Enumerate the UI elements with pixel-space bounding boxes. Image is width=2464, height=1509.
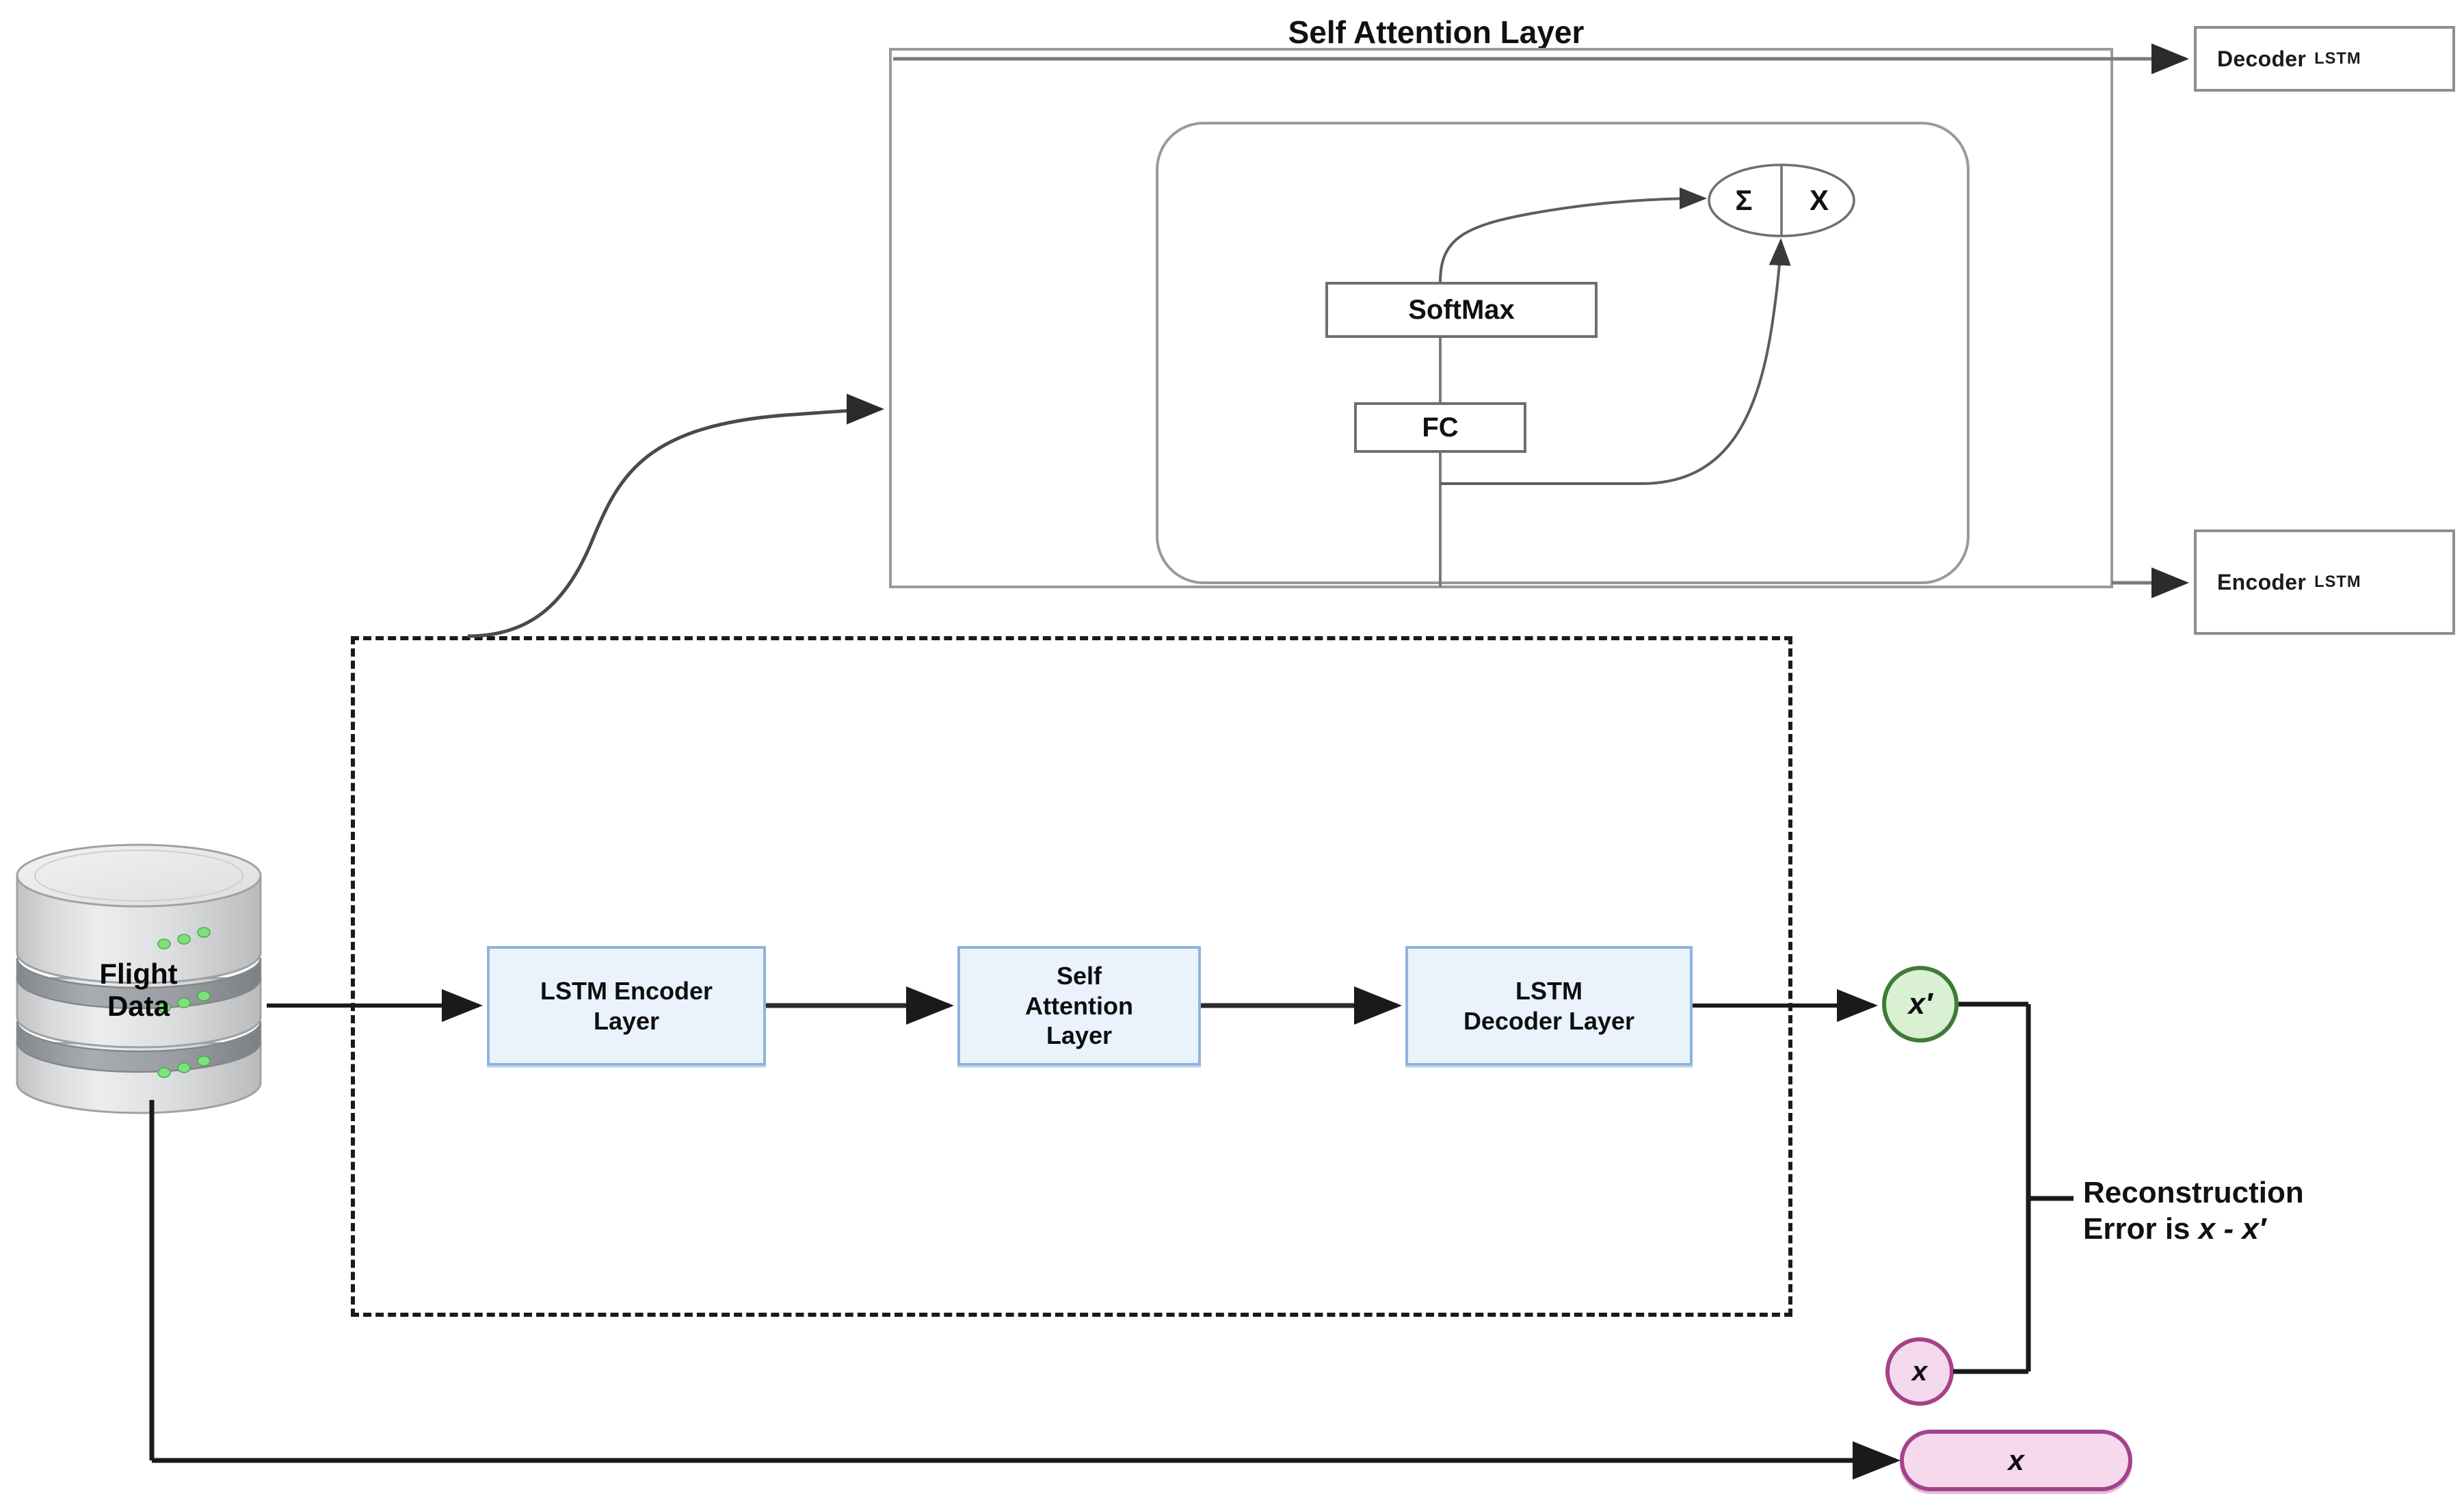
lstm-encoder-label: LSTM Encoder Layer <box>540 976 713 1035</box>
fc-box[interactable]: FC <box>1354 402 1526 453</box>
reconstruction-bracket <box>1953 1001 2074 1374</box>
decoder-lstm-name: Decoder <box>2217 46 2307 71</box>
datastore-label-line1: Flight <box>99 958 178 990</box>
led-dots <box>157 927 211 1078</box>
flight-data-datastore[interactable]: Flight Data <box>10 838 267 1122</box>
softmax-box[interactable]: SoftMax <box>1325 282 1598 338</box>
attention-callout-curve <box>467 393 884 638</box>
combiner-node[interactable]: Σ X <box>1706 163 1857 238</box>
node-reconstructed-output[interactable]: x′ <box>1882 966 1959 1042</box>
node-original-input-pill[interactable]: x <box>1900 1430 2132 1491</box>
pipeline-box-self-attention[interactable]: Self Attention Layer <box>957 946 1201 1066</box>
node-reconstructed-label: x′ <box>1908 987 1933 1021</box>
pipeline-box-lstm-encoder[interactable]: LSTM Encoder Layer <box>487 946 766 1066</box>
recon-line-2: Error is x - x′ <box>2083 1211 2266 1246</box>
recon-line-1: Reconstruction <box>2083 1176 2304 1209</box>
datastore-label-line2: Data <box>107 990 170 1023</box>
reconstruction-error-annotation: Reconstruction Error is x - x′ <box>2083 1175 2439 1248</box>
fc-label: FC <box>1422 412 1459 443</box>
node-original-small-label: x <box>1911 1356 1928 1387</box>
encoder-lstm-kind: LSTM <box>2314 573 2361 591</box>
page-title: Self Attention Layer <box>1288 14 1585 50</box>
combiner-ellipse-icon <box>1708 163 1855 237</box>
softmax-label: SoftMax <box>1408 294 1515 325</box>
combiner-mult-label: X <box>1809 184 1829 216</box>
lstm-decoder-label: LSTM Decoder Layer <box>1463 976 1635 1035</box>
database-cylinder-icon <box>16 843 262 1114</box>
combiner-sum-label: Σ <box>1735 184 1753 216</box>
decoder-lstm-box[interactable]: Decoder LSTM <box>2194 26 2455 92</box>
autoencoder-dashed-container <box>351 636 1792 1317</box>
encoder-lstm-name: Encoder <box>2217 569 2307 594</box>
self-attention-label: Self Attention Layer <box>1025 961 1133 1050</box>
encoder-lstm-box[interactable]: Encoder LSTM <box>2194 529 2455 635</box>
node-original-pill-label: x <box>2008 1444 2024 1476</box>
node-original-input-small[interactable]: x <box>1885 1337 1954 1406</box>
pipeline-box-lstm-decoder[interactable]: LSTM Decoder Layer <box>1405 946 1693 1066</box>
decoder-lstm-kind: LSTM <box>2314 49 2361 68</box>
